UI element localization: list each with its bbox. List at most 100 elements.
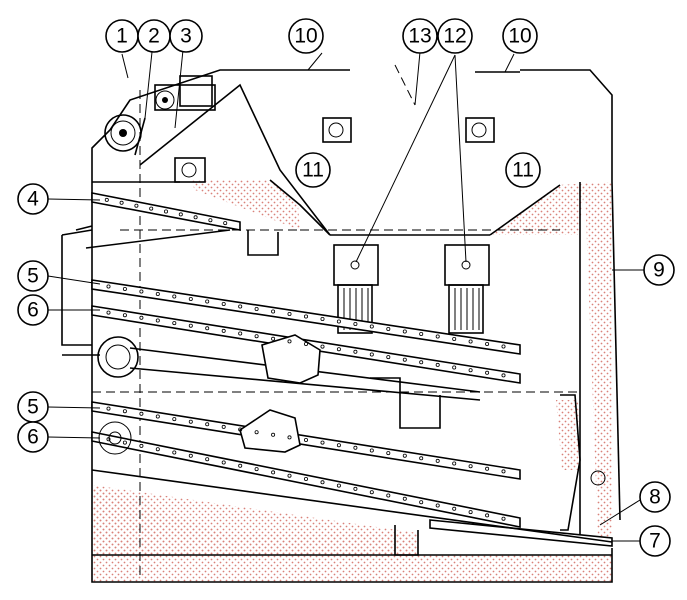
housing bbox=[61, 69, 621, 583]
svg-text:12: 12 bbox=[443, 25, 466, 48]
sieve-hole bbox=[188, 419, 193, 424]
sieve-hole bbox=[452, 336, 457, 341]
insulation-fill bbox=[92, 180, 612, 582]
sieve-hole bbox=[336, 347, 341, 352]
sieve-hole bbox=[149, 206, 154, 211]
sieve-hole bbox=[155, 414, 160, 419]
svg-text:9: 9 bbox=[653, 259, 665, 282]
sieve-hole bbox=[139, 443, 144, 448]
svg-text:5: 5 bbox=[27, 265, 39, 288]
sieve-hole bbox=[139, 289, 144, 294]
sieve-hole bbox=[205, 457, 210, 462]
sieve-hole bbox=[172, 294, 177, 299]
sieve-deck-5-upper bbox=[91, 279, 521, 355]
svg-text:10: 10 bbox=[294, 25, 317, 48]
sieve-hole bbox=[238, 463, 243, 468]
callout-5-lower: 5 bbox=[17, 391, 49, 423]
callout-2: 2 bbox=[137, 19, 171, 53]
callout-4: 4 bbox=[17, 183, 49, 215]
sieve-hole bbox=[353, 445, 358, 450]
sieve-hole bbox=[402, 329, 407, 334]
sieve-hole bbox=[155, 318, 160, 323]
sieve-hole bbox=[386, 451, 391, 456]
sieve-hole bbox=[221, 460, 226, 465]
callout-9: 9 bbox=[643, 254, 675, 286]
sieve-hole bbox=[205, 299, 210, 304]
linkage-plate-lower bbox=[239, 409, 301, 453]
sieve-hole bbox=[468, 464, 473, 469]
leader-lines bbox=[47, 49, 644, 542]
sieve-hole bbox=[435, 362, 440, 367]
sieve-hole bbox=[419, 331, 424, 336]
sieve-hole bbox=[369, 448, 374, 453]
sieve-hole bbox=[106, 284, 111, 289]
svg-text:2: 2 bbox=[148, 25, 160, 48]
sieve-hole bbox=[106, 310, 111, 315]
sieve-hole bbox=[386, 493, 391, 498]
sieve-hole bbox=[402, 453, 407, 458]
sieve-hole bbox=[402, 357, 407, 362]
sieve-hole bbox=[254, 334, 259, 339]
sieve-hole bbox=[287, 311, 292, 316]
sieve-hole bbox=[369, 352, 374, 357]
svg-text:11: 11 bbox=[512, 159, 534, 182]
sieve-hole bbox=[303, 437, 308, 442]
svg-text:6: 6 bbox=[27, 299, 39, 322]
sieve-hole bbox=[254, 467, 259, 472]
svg-text:11: 11 bbox=[302, 159, 324, 182]
sieve-hole bbox=[155, 447, 160, 452]
sieve-hole bbox=[178, 212, 183, 217]
svg-text:13: 13 bbox=[408, 25, 431, 48]
fan-feed bbox=[174, 157, 206, 183]
sieve-hole bbox=[104, 197, 109, 202]
fan-left bbox=[322, 117, 352, 143]
sieve-hole bbox=[485, 513, 490, 518]
svg-text:7: 7 bbox=[649, 530, 661, 553]
sieve-hole bbox=[336, 319, 341, 324]
sieve-hole bbox=[238, 304, 243, 309]
sieve-hole bbox=[271, 336, 276, 341]
sieve-hole bbox=[122, 440, 127, 445]
sieve-hole bbox=[163, 209, 168, 214]
linkage-plate-upper bbox=[261, 334, 321, 384]
sieve-hole bbox=[303, 341, 308, 346]
sieve-hole bbox=[353, 486, 358, 491]
sieve-hole bbox=[501, 344, 506, 349]
sieve-hole bbox=[254, 430, 259, 435]
sieve-holes-4 bbox=[106, 437, 506, 521]
sieve-hole bbox=[221, 424, 226, 429]
sieve-hole bbox=[452, 461, 457, 466]
fan-right bbox=[465, 117, 495, 143]
sieve-holes-3 bbox=[106, 406, 506, 474]
sieve-hole bbox=[402, 496, 407, 501]
sieve-hole bbox=[419, 360, 424, 365]
sieve-hole bbox=[254, 306, 259, 311]
sieve-hole bbox=[336, 443, 341, 448]
sieve-hole bbox=[435, 334, 440, 339]
svg-text:10: 10 bbox=[508, 25, 531, 48]
sieve-hole bbox=[452, 365, 457, 370]
sieve-hole bbox=[485, 370, 490, 375]
callout-11-right: 11 bbox=[505, 152, 541, 188]
callout-12: 12 bbox=[437, 18, 473, 54]
sieve-hole bbox=[435, 458, 440, 463]
sieve-hole bbox=[106, 406, 111, 411]
callout-3: 3 bbox=[169, 19, 203, 53]
sieve-hole bbox=[501, 373, 506, 378]
sieve-hole bbox=[223, 221, 228, 226]
sieve-hole bbox=[271, 470, 276, 475]
sieve-hole bbox=[221, 328, 226, 333]
sieve-hole bbox=[419, 456, 424, 461]
sieve-hole bbox=[122, 313, 127, 318]
svg-text:5: 5 bbox=[27, 396, 39, 419]
sieve-hole bbox=[435, 503, 440, 508]
sieve-hole bbox=[468, 368, 473, 373]
sieve-hole bbox=[188, 296, 193, 301]
callout-11-left: 11 bbox=[295, 152, 331, 188]
sieve-hole bbox=[287, 473, 292, 478]
callout-5-upper: 5 bbox=[17, 260, 49, 292]
sieve-hole bbox=[320, 440, 325, 445]
sieve-hole bbox=[172, 450, 177, 455]
sieve-hole bbox=[353, 349, 358, 354]
callout-1: 1 bbox=[105, 19, 139, 53]
